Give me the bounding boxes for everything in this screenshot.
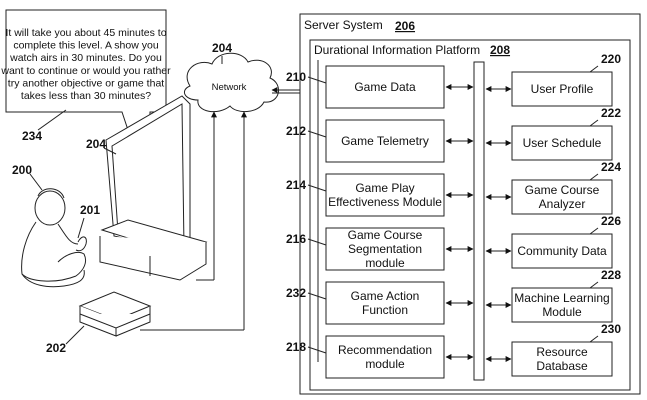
left-module-216: Game CourseSegmentationmodule xyxy=(326,228,444,270)
ref-console-202: 202 xyxy=(46,341,66,355)
ref-display-204: 204 xyxy=(86,137,106,151)
right-module-222: User Schedule xyxy=(512,126,612,160)
ref-network-204: 204 xyxy=(212,41,232,55)
ref-214: 214 xyxy=(286,178,306,192)
speech-bubble-line: It will take you about 45 minutes to xyxy=(5,27,166,39)
left-module-label: Game Play xyxy=(355,181,414,195)
right-module-230: ResourceDatabase xyxy=(512,342,612,376)
right-module-224: Game CourseAnalyzer xyxy=(512,180,612,214)
left-module-label: module xyxy=(365,256,405,270)
ref-server-206: 206 xyxy=(395,19,415,33)
ref-230: 230 xyxy=(601,322,621,336)
left-module-label: Function xyxy=(362,303,408,317)
right-module-label: Community Data xyxy=(517,244,607,258)
right-module-label: User Schedule xyxy=(523,136,602,150)
right-module-label: Machine Learning xyxy=(514,291,609,305)
ref-216: 216 xyxy=(286,232,306,246)
left-module-label: Game Data xyxy=(354,80,416,94)
network-cloud: Network xyxy=(184,53,278,111)
right-module-220: User Profile xyxy=(512,72,612,106)
ref-controller-201: 201 xyxy=(80,203,100,217)
right-module-228: Machine LearningModule xyxy=(512,288,612,322)
left-module-label: module xyxy=(365,357,405,371)
left-module-label: Game Course xyxy=(348,228,423,242)
network-label: Network xyxy=(212,82,247,93)
ref-234: 234 xyxy=(22,129,42,143)
left-module-212: Game Telemetry xyxy=(326,120,444,162)
right-module-label: User Profile xyxy=(531,82,594,96)
ref-212: 212 xyxy=(286,124,306,138)
ref-222: 222 xyxy=(601,106,621,120)
left-module-label: Effectiveness Module xyxy=(328,195,442,209)
ref-210: 210 xyxy=(286,70,306,84)
ref-218: 218 xyxy=(286,340,306,354)
right-module-label: Database xyxy=(536,359,588,373)
left-module-210: Game Data xyxy=(326,66,444,108)
server-system-title: Server System xyxy=(304,18,383,32)
ref-platform-208: 208 xyxy=(490,43,510,57)
game-console xyxy=(80,292,150,336)
left-module-label: Recommendation xyxy=(338,343,432,357)
speech-bubble-line: takes less than 30 minutes? xyxy=(21,90,151,102)
user-figure xyxy=(22,189,87,287)
speech-bubble-line: watch airs in 30 minutes. Do you xyxy=(9,52,162,64)
right-module-226: Community Data xyxy=(512,234,612,268)
right-module-label: Analyzer xyxy=(539,197,586,211)
speech-bubble-line: complete this level. A show you xyxy=(13,40,158,52)
right-module-label: Resource xyxy=(536,345,588,359)
speech-bubble-line: want to continue or would you rather xyxy=(0,65,171,77)
speech-bubble-line: try another objective or game that xyxy=(8,77,165,89)
left-module-232: Game ActionFunction xyxy=(326,282,444,324)
left-module-label: Game Action xyxy=(351,289,420,303)
right-module-label: Module xyxy=(542,305,582,319)
ref-user-200: 200 xyxy=(12,163,32,177)
display-tv xyxy=(100,96,206,280)
ref-228: 228 xyxy=(601,268,621,282)
platform-bus xyxy=(474,62,484,380)
ref-224: 224 xyxy=(601,160,621,174)
ref-232: 232 xyxy=(286,286,306,300)
right-module-label: Game Course xyxy=(525,183,600,197)
ref-226: 226 xyxy=(601,214,621,228)
left-module-label: Game Telemetry xyxy=(341,134,429,148)
left-module-218: Recommendationmodule xyxy=(326,336,444,378)
platform-title: Durational Information Platform xyxy=(314,43,480,57)
speech-bubble-text: It will take you about 45 minutes tocomp… xyxy=(0,27,171,102)
left-module-label: Segmentation xyxy=(348,242,422,256)
ref-220: 220 xyxy=(601,52,621,66)
left-module-214: Game PlayEffectiveness Module xyxy=(326,174,444,216)
